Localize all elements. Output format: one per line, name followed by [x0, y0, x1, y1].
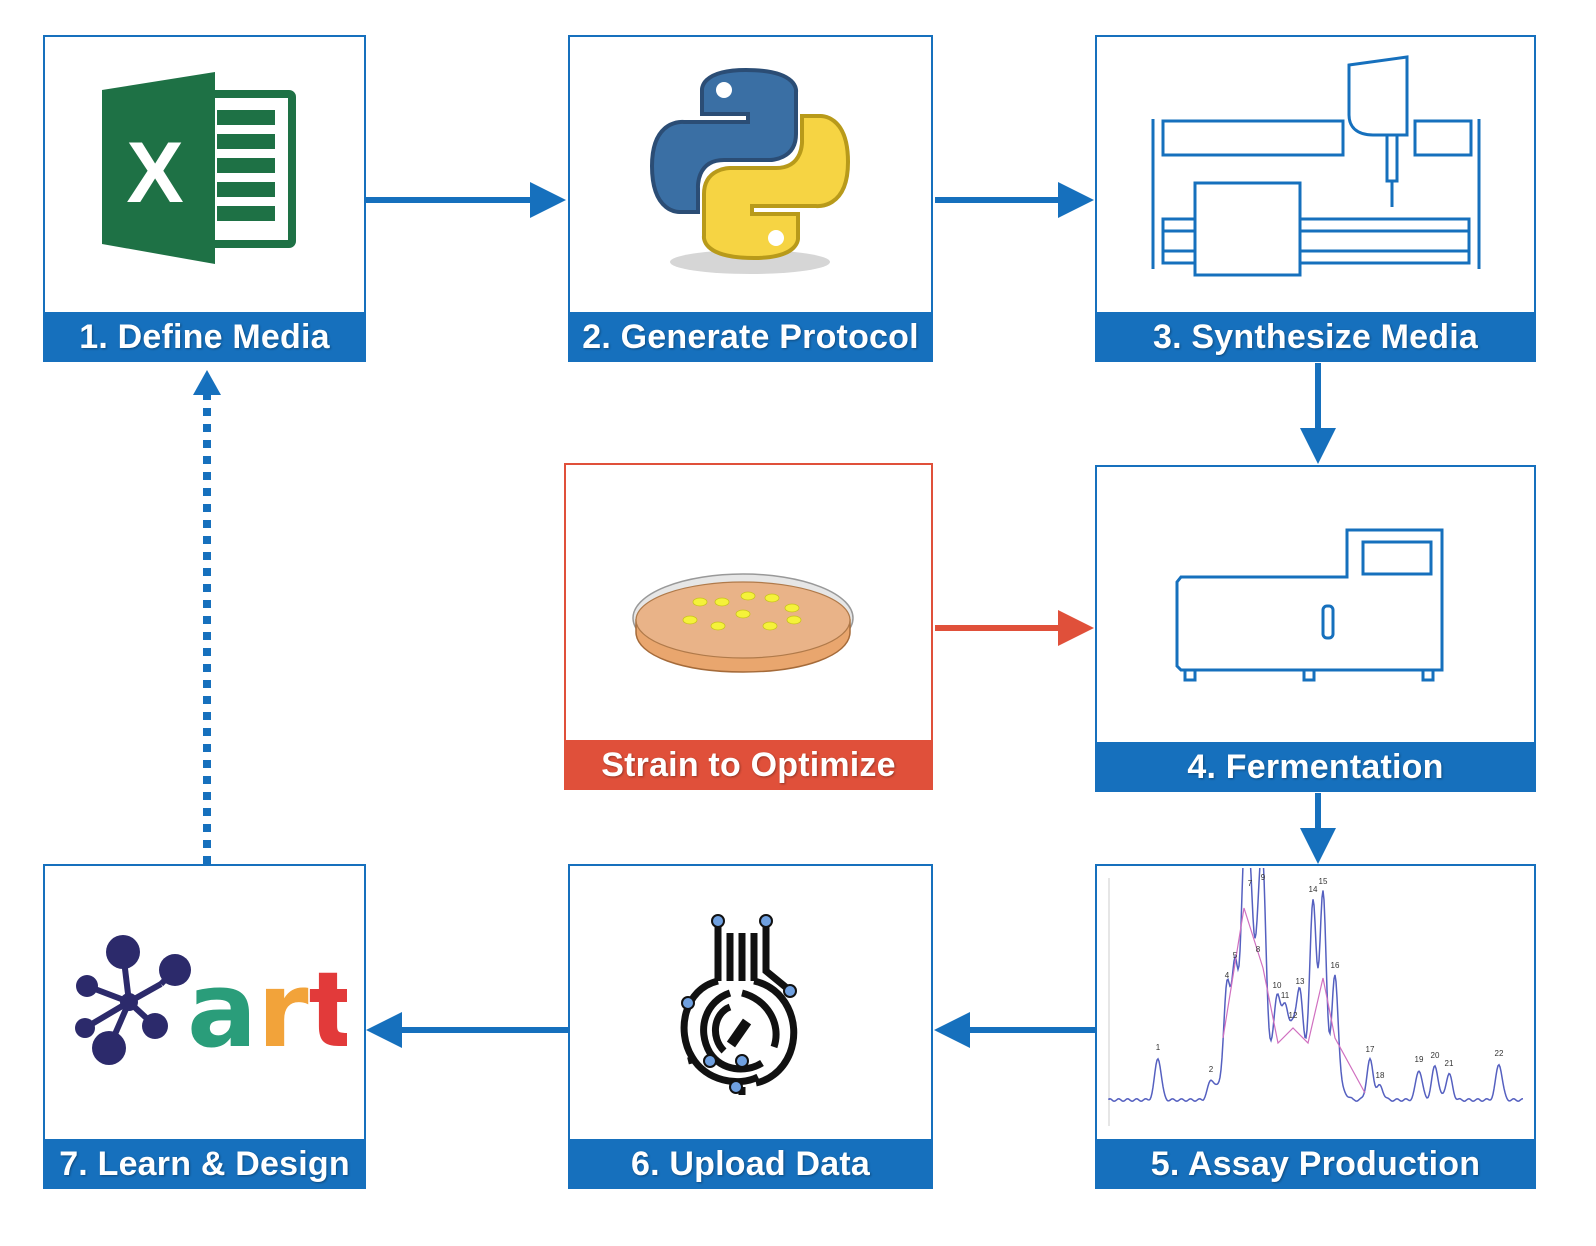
peak-label: 5	[1233, 951, 1238, 960]
peak-label: 13	[1296, 977, 1305, 986]
peak-label: 18	[1376, 1071, 1385, 1080]
peak-label: 14	[1309, 885, 1318, 894]
python-icon	[649, 67, 851, 274]
peak-label: 17	[1366, 1045, 1375, 1054]
data-repository-icon	[680, 914, 798, 1095]
step-define-media: X 1. Define Media	[43, 35, 366, 362]
excel-letter: X	[126, 125, 183, 221]
peak-label: 21	[1445, 1059, 1454, 1068]
peak-label: 16	[1331, 961, 1340, 970]
step-label: 4. Fermentation	[1095, 742, 1536, 792]
peak-label: 4	[1225, 971, 1230, 980]
art-letter: t	[308, 949, 347, 1071]
bioreactor-icon	[1175, 528, 1444, 682]
peak-label: 1	[1156, 1043, 1161, 1052]
step-assay-production: 1245678910111213141516171819202122 5. As…	[1095, 864, 1536, 1189]
chromatogram-icon: 1245678910111213141516171819202122	[1108, 868, 1524, 1126]
liquid-handler-icon	[1151, 55, 1481, 277]
step-label: Strain to Optimize	[564, 740, 933, 790]
peak-label: 9	[1261, 873, 1266, 882]
art-logo-icon: art	[75, 935, 347, 1071]
step-label: 2. Generate Protocol	[568, 312, 933, 362]
peak-label: 19	[1415, 1055, 1424, 1064]
peak-label: 2	[1209, 1065, 1214, 1074]
peak-label: 11	[1281, 991, 1290, 1000]
arrow-7-to-1-head	[193, 370, 221, 395]
step-synthesize-media: 3. Synthesize Media	[1095, 35, 1536, 362]
step-learn-design: art 7. Learn & Design	[43, 864, 366, 1189]
art-wordmark: art	[187, 949, 347, 1071]
step-upload-data: 6. Upload Data	[568, 864, 933, 1189]
step-fermentation: 4. Fermentation	[1095, 465, 1536, 792]
peak-label: 10	[1273, 981, 1282, 990]
step-label: 6. Upload Data	[568, 1139, 933, 1189]
art-letter: r	[257, 949, 308, 1071]
petri-dish-icon	[632, 573, 854, 673]
strain-to-optimize: Strain to Optimize	[564, 463, 933, 790]
peak-label: 12	[1289, 1011, 1298, 1020]
peak-label: 8	[1256, 945, 1261, 954]
peak-label: 15	[1319, 877, 1328, 886]
peak-label: 6	[1242, 868, 1247, 870]
peak-label: 7	[1248, 879, 1253, 888]
excel-icon: X	[102, 72, 296, 264]
peak-label: 22	[1495, 1049, 1504, 1058]
step-label: 1. Define Media	[43, 312, 366, 362]
art-letter: a	[187, 949, 257, 1071]
step-label: 5. Assay Production	[1095, 1139, 1536, 1189]
step-generate-protocol: 2. Generate Protocol	[568, 35, 933, 362]
step-label: 3. Synthesize Media	[1095, 312, 1536, 362]
peak-label: 20	[1431, 1051, 1440, 1060]
step-label: 7. Learn & Design	[43, 1139, 366, 1189]
